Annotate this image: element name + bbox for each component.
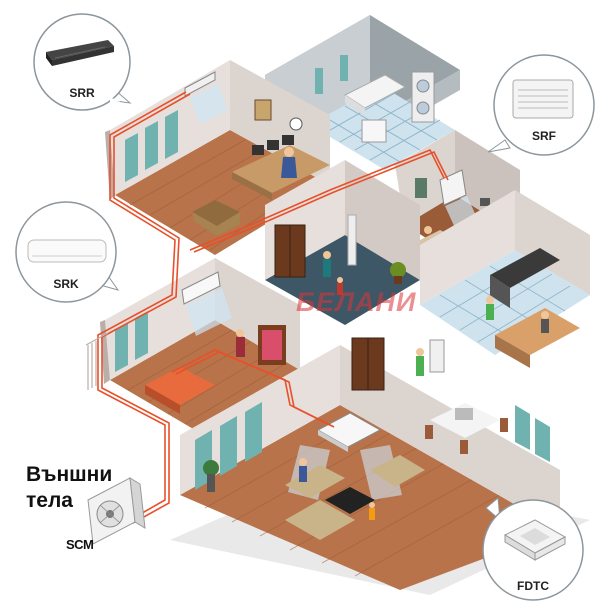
living-room — [180, 337, 560, 590]
outdoor-title-line2: тела — [26, 489, 73, 512]
callout-fdtc: FDTC — [482, 497, 584, 601]
fdtc-cassette-unit-icon — [503, 519, 567, 561]
outdoor-unit — [87, 477, 146, 545]
callout-srk: SRK — [15, 201, 120, 303]
outdoor-unit-model-label: SCM — [66, 537, 94, 552]
outdoor-title-line1: Външни — [26, 463, 113, 486]
callout-label: SRR — [69, 86, 95, 100]
callout-srr: SRR — [33, 13, 132, 111]
refrigerant-pipes — [97, 91, 449, 524]
left-bedroom — [100, 258, 300, 430]
callout-label: SRF — [532, 129, 556, 143]
srr-duct-unit-icon — [46, 40, 114, 66]
callout-srf: SRF — [487, 54, 595, 156]
outdoor-units-title: Външни тела — [26, 462, 112, 514]
watermark-logo: БЕЛАНИ — [296, 287, 417, 317]
srf-floor-unit-icon — [512, 79, 574, 119]
callout-label: FDTC — [517, 579, 549, 593]
kitchen — [420, 190, 590, 368]
srk-wall-unit-icon — [27, 239, 107, 263]
callout-label: SRK — [53, 277, 79, 291]
balcony-railing — [85, 332, 109, 390]
central-hall — [265, 160, 420, 325]
